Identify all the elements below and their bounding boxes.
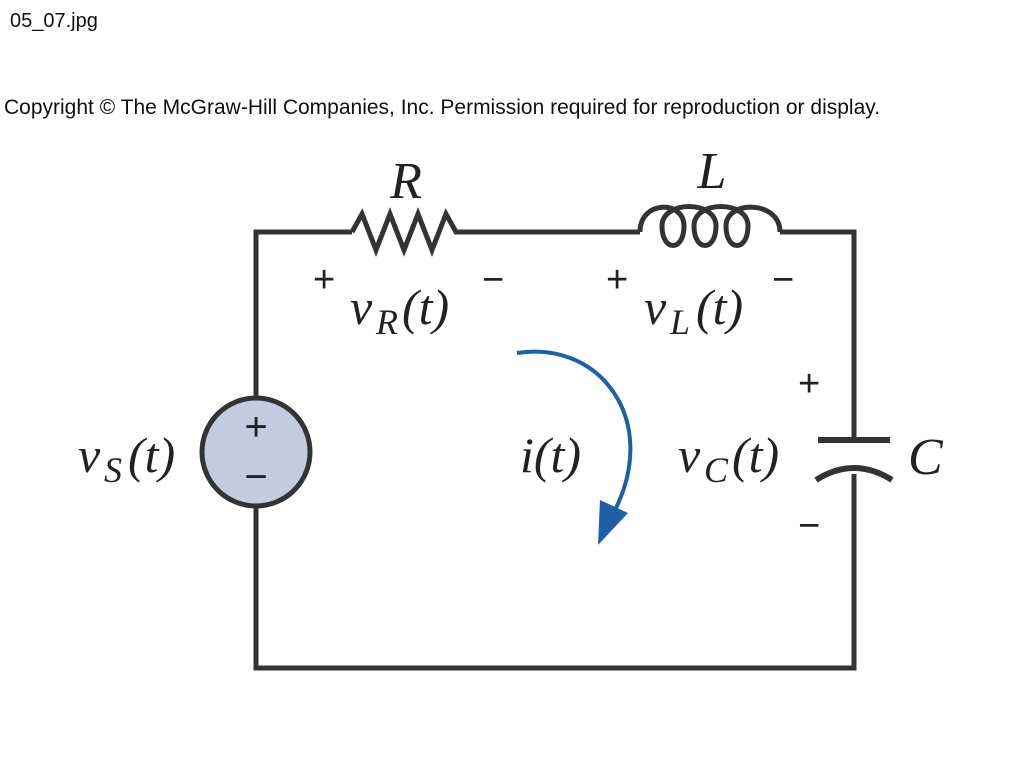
source-plus-sign: + bbox=[244, 405, 267, 449]
copyright-notice: Copyright © The McGraw-Hill Companies, I… bbox=[4, 96, 881, 119]
resistor-plus-sign: + bbox=[313, 259, 335, 301]
capacitor-voltage-symbol: v bbox=[678, 427, 701, 483]
resistor-minus-sign: − bbox=[482, 259, 504, 301]
capacitor-symbol bbox=[814, 437, 894, 483]
capacitor-voltage-subscript: C bbox=[704, 450, 729, 490]
source-voltage-symbol: v bbox=[78, 427, 101, 483]
resistor-voltage-argument: (t) bbox=[402, 279, 449, 335]
resistor-voltage-subscript: R bbox=[375, 302, 398, 342]
current-arrow bbox=[516, 349, 633, 545]
inductor-voltage-argument: (t) bbox=[696, 279, 743, 335]
capacitor-voltage-argument: (t) bbox=[732, 427, 779, 483]
voltage-source-symbol: + − bbox=[199, 395, 313, 509]
capacitor-plus-sign: + bbox=[798, 363, 820, 405]
capacitor-voltage-label: v C (t) bbox=[678, 427, 779, 490]
resistor-voltage-symbol: v bbox=[350, 279, 373, 335]
resistor-symbol bbox=[349, 207, 463, 257]
resistor-label: R bbox=[389, 153, 422, 210]
wire-right-top bbox=[780, 229, 857, 440]
source-voltage-label: v S (t) bbox=[78, 427, 175, 490]
resistor-voltage-label: v R (t) bbox=[350, 279, 449, 342]
filename-label: 05_07.jpg bbox=[10, 10, 98, 32]
circuit-wires bbox=[253, 229, 857, 671]
source-minus-sign: − bbox=[244, 455, 267, 499]
current-label: i(t) bbox=[520, 427, 581, 483]
inductor-voltage-label: v L (t) bbox=[644, 279, 743, 342]
wire-bottom bbox=[253, 474, 857, 671]
wire-left-top bbox=[253, 229, 352, 398]
capacitor-label: C bbox=[908, 429, 944, 486]
inductor-plus-sign: + bbox=[606, 259, 628, 301]
source-voltage-argument: (t) bbox=[128, 427, 175, 483]
inductor-voltage-subscript: L bbox=[669, 302, 690, 342]
inductor-minus-sign: − bbox=[772, 259, 794, 301]
capacitor-minus-sign: − bbox=[798, 505, 820, 547]
inductor-voltage-symbol: v bbox=[644, 279, 667, 335]
inductor-symbol bbox=[637, 204, 783, 248]
source-voltage-subscript: S bbox=[104, 450, 122, 490]
inductor-label: L bbox=[697, 143, 727, 200]
